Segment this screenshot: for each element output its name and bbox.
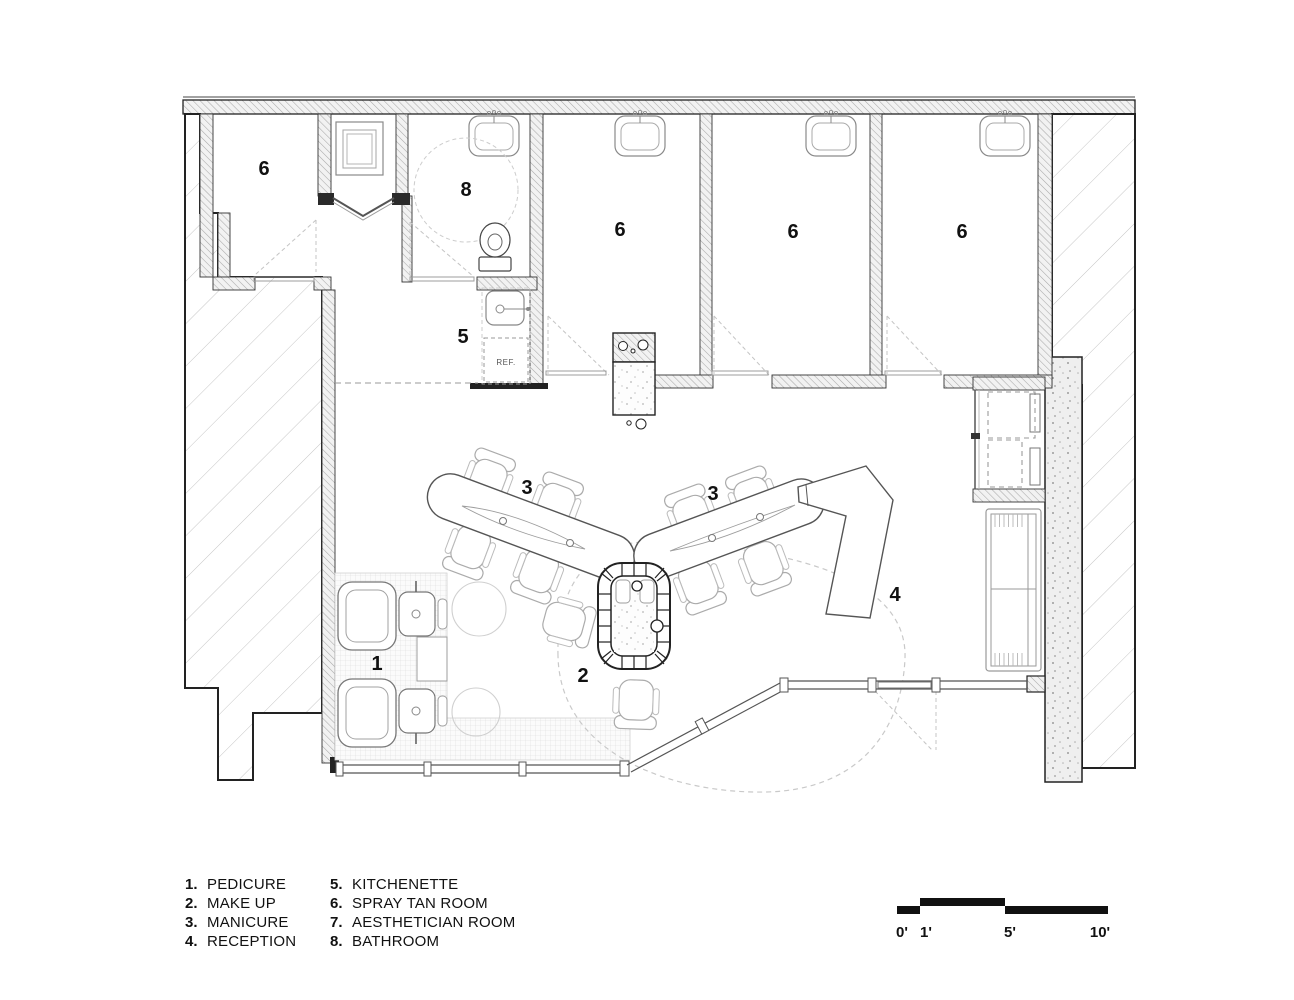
- door-stub-left: [318, 193, 334, 205]
- legend-num: 4.: [185, 933, 198, 950]
- label-tan-room-b: 6: [614, 219, 625, 241]
- legend-name: BATHROOM: [352, 933, 439, 950]
- scale-bar: 0' 1' 5' 10': [896, 898, 1110, 941]
- stool: [451, 687, 501, 737]
- legend-num: 5.: [330, 876, 343, 893]
- waiting-sofa: [985, 508, 1042, 672]
- legend-name: PEDICURE: [207, 876, 286, 893]
- legend-num: 3.: [185, 914, 198, 931]
- accessible-turning-circle: [413, 137, 519, 243]
- tan-room-b-sink: [614, 109, 666, 157]
- pedicure-area: [337, 581, 507, 748]
- window-end-stub: [1026, 675, 1046, 693]
- scale-label-0: 0': [896, 924, 908, 941]
- concrete-column: [1044, 356, 1083, 783]
- refrigerator-label: REF.: [496, 358, 515, 367]
- bathroom-sink: [468, 109, 520, 157]
- main-left-wall: [321, 289, 336, 764]
- reception-desk: [797, 465, 894, 619]
- legend-name: MANICURE: [207, 914, 289, 931]
- label-bathroom: 8: [460, 179, 471, 201]
- label-tan-room-c: 6: [787, 221, 798, 243]
- legend-num: 6.: [330, 895, 343, 912]
- label-tan-room-d: 6: [956, 221, 967, 243]
- door-swings: [255, 219, 943, 751]
- kitchenette-edge-wall: [470, 383, 548, 389]
- label-reception: 4: [889, 584, 901, 606]
- scale-label-1: 1': [920, 924, 932, 941]
- scale-label-10: 10': [1090, 924, 1110, 941]
- wall-foot: [330, 757, 339, 773]
- top-exterior-wall: [182, 99, 1136, 115]
- entry-door: [877, 681, 932, 689]
- toilet: [478, 222, 512, 272]
- legend: 1. PEDICURE 2. MAKE UP 3. MANICURE 4. RE…: [185, 876, 515, 950]
- label-makeup: 2: [577, 665, 588, 687]
- refrigerator: [483, 337, 529, 383]
- pedicure-basin: [398, 581, 448, 637]
- washer: [335, 121, 384, 176]
- label-tan-room-a: 6: [258, 158, 269, 180]
- legend-name: RECEPTION: [207, 933, 296, 950]
- stool: [451, 581, 507, 637]
- legend-num: 1.: [185, 876, 198, 893]
- kitchenette-counter: [481, 287, 531, 385]
- label-manicure-left: 3: [521, 477, 532, 499]
- makeup-station: [597, 562, 671, 670]
- partition-walls: [199, 113, 1053, 764]
- legend-num: 8.: [330, 933, 343, 950]
- legend-name: MAKE UP: [207, 895, 276, 912]
- pedicure-basin: [398, 688, 448, 744]
- legend-num: 7.: [330, 914, 343, 931]
- door-stub-right: [392, 193, 410, 205]
- side-table: [416, 636, 448, 682]
- label-kitchenette: 5: [457, 326, 468, 348]
- door-panels: [253, 276, 942, 376]
- legend-name: AESTHETICIAN ROOM: [352, 914, 515, 931]
- bifold-door: [332, 197, 395, 221]
- label-pedicure: 1: [371, 653, 382, 675]
- room-number-labels: 6 8 6 6 6 5 3 3 4 1 2: [258, 158, 967, 687]
- reception-closet: [971, 390, 1041, 489]
- label-manicure-right: 3: [707, 483, 718, 505]
- legend-num: 2.: [185, 895, 198, 912]
- wash-station: [612, 332, 656, 430]
- scale-label-5: 5': [1004, 924, 1016, 941]
- legend-name: KITCHENETTE: [352, 876, 458, 893]
- legend-name: SPRAY TAN ROOM: [352, 895, 488, 912]
- tan-room-c-sink: [805, 109, 857, 157]
- tan-room-d-sink: [979, 109, 1031, 157]
- storefront-windows: [335, 677, 1027, 777]
